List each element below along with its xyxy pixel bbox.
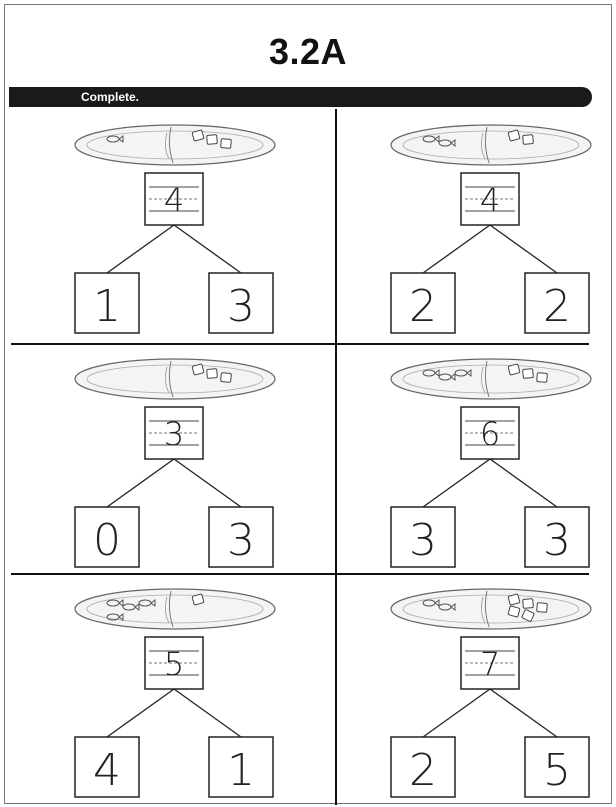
right-part-value: 5 (543, 745, 571, 796)
square-cracker-icon (192, 130, 204, 141)
left-part-value: 0 (93, 515, 121, 566)
number-bond-diagram: 3 0 3 (41, 345, 309, 575)
whole-value: 5 (164, 645, 184, 683)
right-part-value: 3 (543, 515, 571, 566)
right-part-value: 1 (227, 745, 255, 796)
square-cracker-icon (192, 594, 204, 605)
square-cracker-icon (207, 135, 218, 145)
left-part-value: 2 (409, 281, 437, 332)
square-cracker-icon (221, 139, 232, 149)
number-bond-diagram: 7 2 5 (357, 575, 616, 805)
whole-value: 4 (164, 181, 184, 219)
left-part-value: 3 (409, 515, 437, 566)
number-bond-problem: 3 0 3 (41, 345, 289, 577)
square-cracker-icon (508, 594, 520, 605)
instruction-text: Complete. (81, 90, 139, 104)
number-bond-problem: 7 2 5 (357, 575, 605, 807)
whole-value: 3 (164, 415, 184, 453)
worksheet-title: 3.2A (5, 31, 611, 73)
number-bond-diagram: 6 3 3 (357, 345, 616, 575)
square-cracker-icon (508, 606, 520, 617)
whole-value: 4 (480, 181, 500, 219)
whole-value: 7 (480, 645, 500, 683)
square-cracker-icon (192, 364, 204, 375)
number-bond-problem: 5 4 1 (41, 575, 289, 807)
square-cracker-icon (221, 373, 232, 383)
column-divider (335, 109, 337, 805)
square-cracker-icon (537, 373, 548, 383)
number-bond-problem: 4 1 3 (41, 111, 289, 343)
square-cracker-icon (523, 599, 534, 609)
worksheet-page: 3.2A Complete. 4 1 3 4 2 2 3 0 3 6 3 3 5 4 1 7 2 5 (4, 4, 612, 804)
square-cracker-icon (508, 130, 520, 141)
number-bond-grid: 4 1 3 4 2 2 3 0 3 6 3 3 5 4 1 7 2 5 (11, 109, 589, 805)
number-bond-problem: 6 3 3 (357, 345, 605, 577)
number-bond-problem: 4 2 2 (357, 111, 605, 343)
number-bond-diagram: 4 2 2 (357, 111, 616, 341)
square-cracker-icon (508, 364, 520, 375)
left-part-value: 1 (93, 281, 121, 332)
left-part-value: 4 (93, 745, 121, 796)
number-bond-diagram: 5 4 1 (41, 575, 309, 805)
number-bond-diagram: 4 1 3 (41, 111, 309, 341)
instruction-banner: Complete. (9, 87, 592, 107)
right-part-value: 3 (227, 281, 255, 332)
square-cracker-icon (523, 135, 534, 145)
square-cracker-icon (537, 603, 548, 613)
left-part-value: 2 (409, 745, 437, 796)
right-part-value: 2 (543, 281, 571, 332)
whole-value: 6 (480, 415, 500, 453)
square-cracker-icon (523, 369, 534, 379)
right-part-value: 3 (227, 515, 255, 566)
square-cracker-icon (207, 369, 218, 379)
